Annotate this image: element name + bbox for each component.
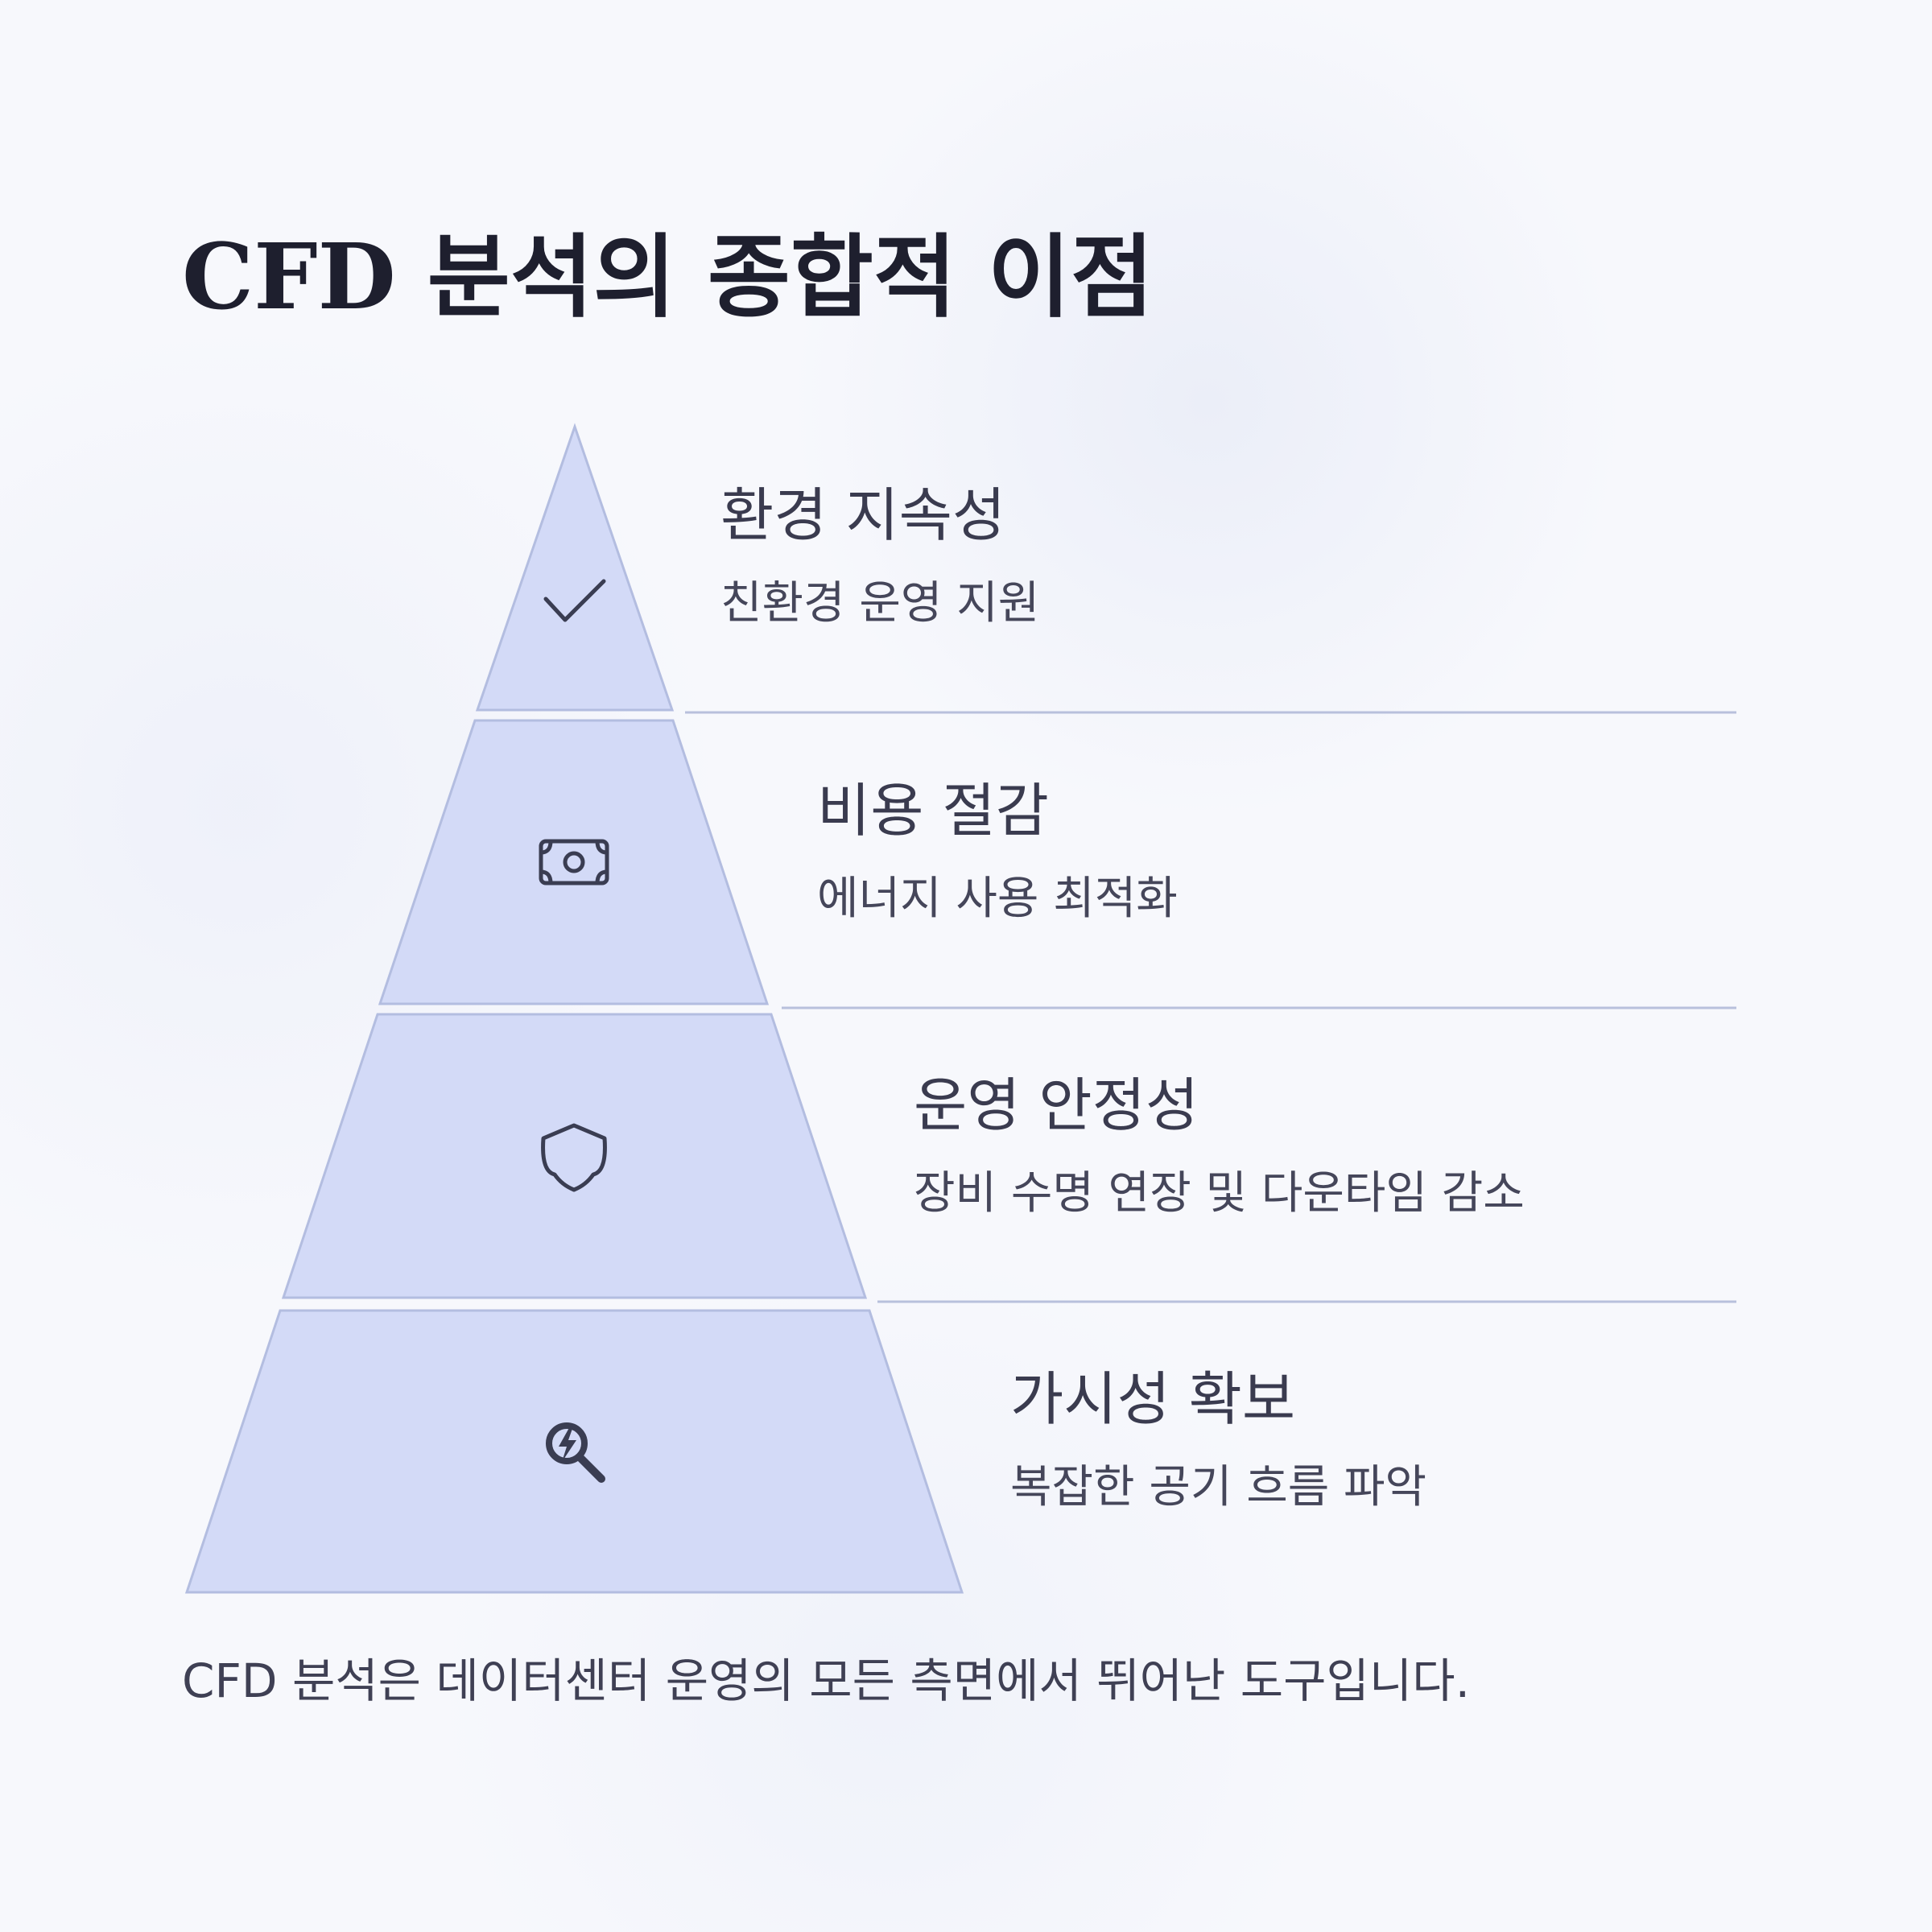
shield-icon bbox=[541, 1123, 607, 1192]
tier-text-4: 가시성 확보 복잡한 공기 흐름 파악 bbox=[1010, 1363, 1426, 1516]
tier-title-4: 가시성 확보 bbox=[1010, 1365, 1296, 1433]
tier-title-1: 환경 지속성 bbox=[720, 481, 1006, 549]
tier-title-2: 비용 절감 bbox=[817, 777, 1049, 844]
pyramid-tier-4 bbox=[184, 1309, 964, 1594]
footer-note: CFD 분석은 데이터센터 운영의 모든 측면에서 뛰어난 도구입니다. bbox=[182, 1653, 1471, 1708]
tier-desc-1: 친환경 운영 지원 bbox=[720, 577, 1040, 630]
pyramid-tier-1 bbox=[475, 423, 675, 712]
pyramid-tier-2 bbox=[378, 719, 770, 1005]
check-icon bbox=[543, 579, 606, 622]
tier-desc-2: 에너지 사용 최적화 bbox=[817, 873, 1178, 925]
tier-text-2: 비용 절감 에너지 사용 최적화 bbox=[817, 774, 1178, 927]
page-title: CFD 분석의 종합적 이점 bbox=[182, 225, 1154, 330]
tier-desc-4: 복잡한 공기 흐름 파악 bbox=[1010, 1461, 1427, 1513]
tier-text-1: 환경 지속성 친환경 운영 지원 bbox=[720, 479, 1039, 632]
money-bill-icon bbox=[539, 839, 609, 886]
pyramid-tier-3 bbox=[281, 1013, 868, 1299]
airflow-search-icon bbox=[546, 1422, 605, 1483]
tier-desc-3: 장비 수명 연장 및 다운타임 감소 bbox=[914, 1167, 1525, 1220]
tier-text-3: 운영 안정성 장비 수명 연장 및 다운타임 감소 bbox=[914, 1069, 1525, 1222]
tier-title-3: 운영 안정성 bbox=[914, 1071, 1199, 1139]
